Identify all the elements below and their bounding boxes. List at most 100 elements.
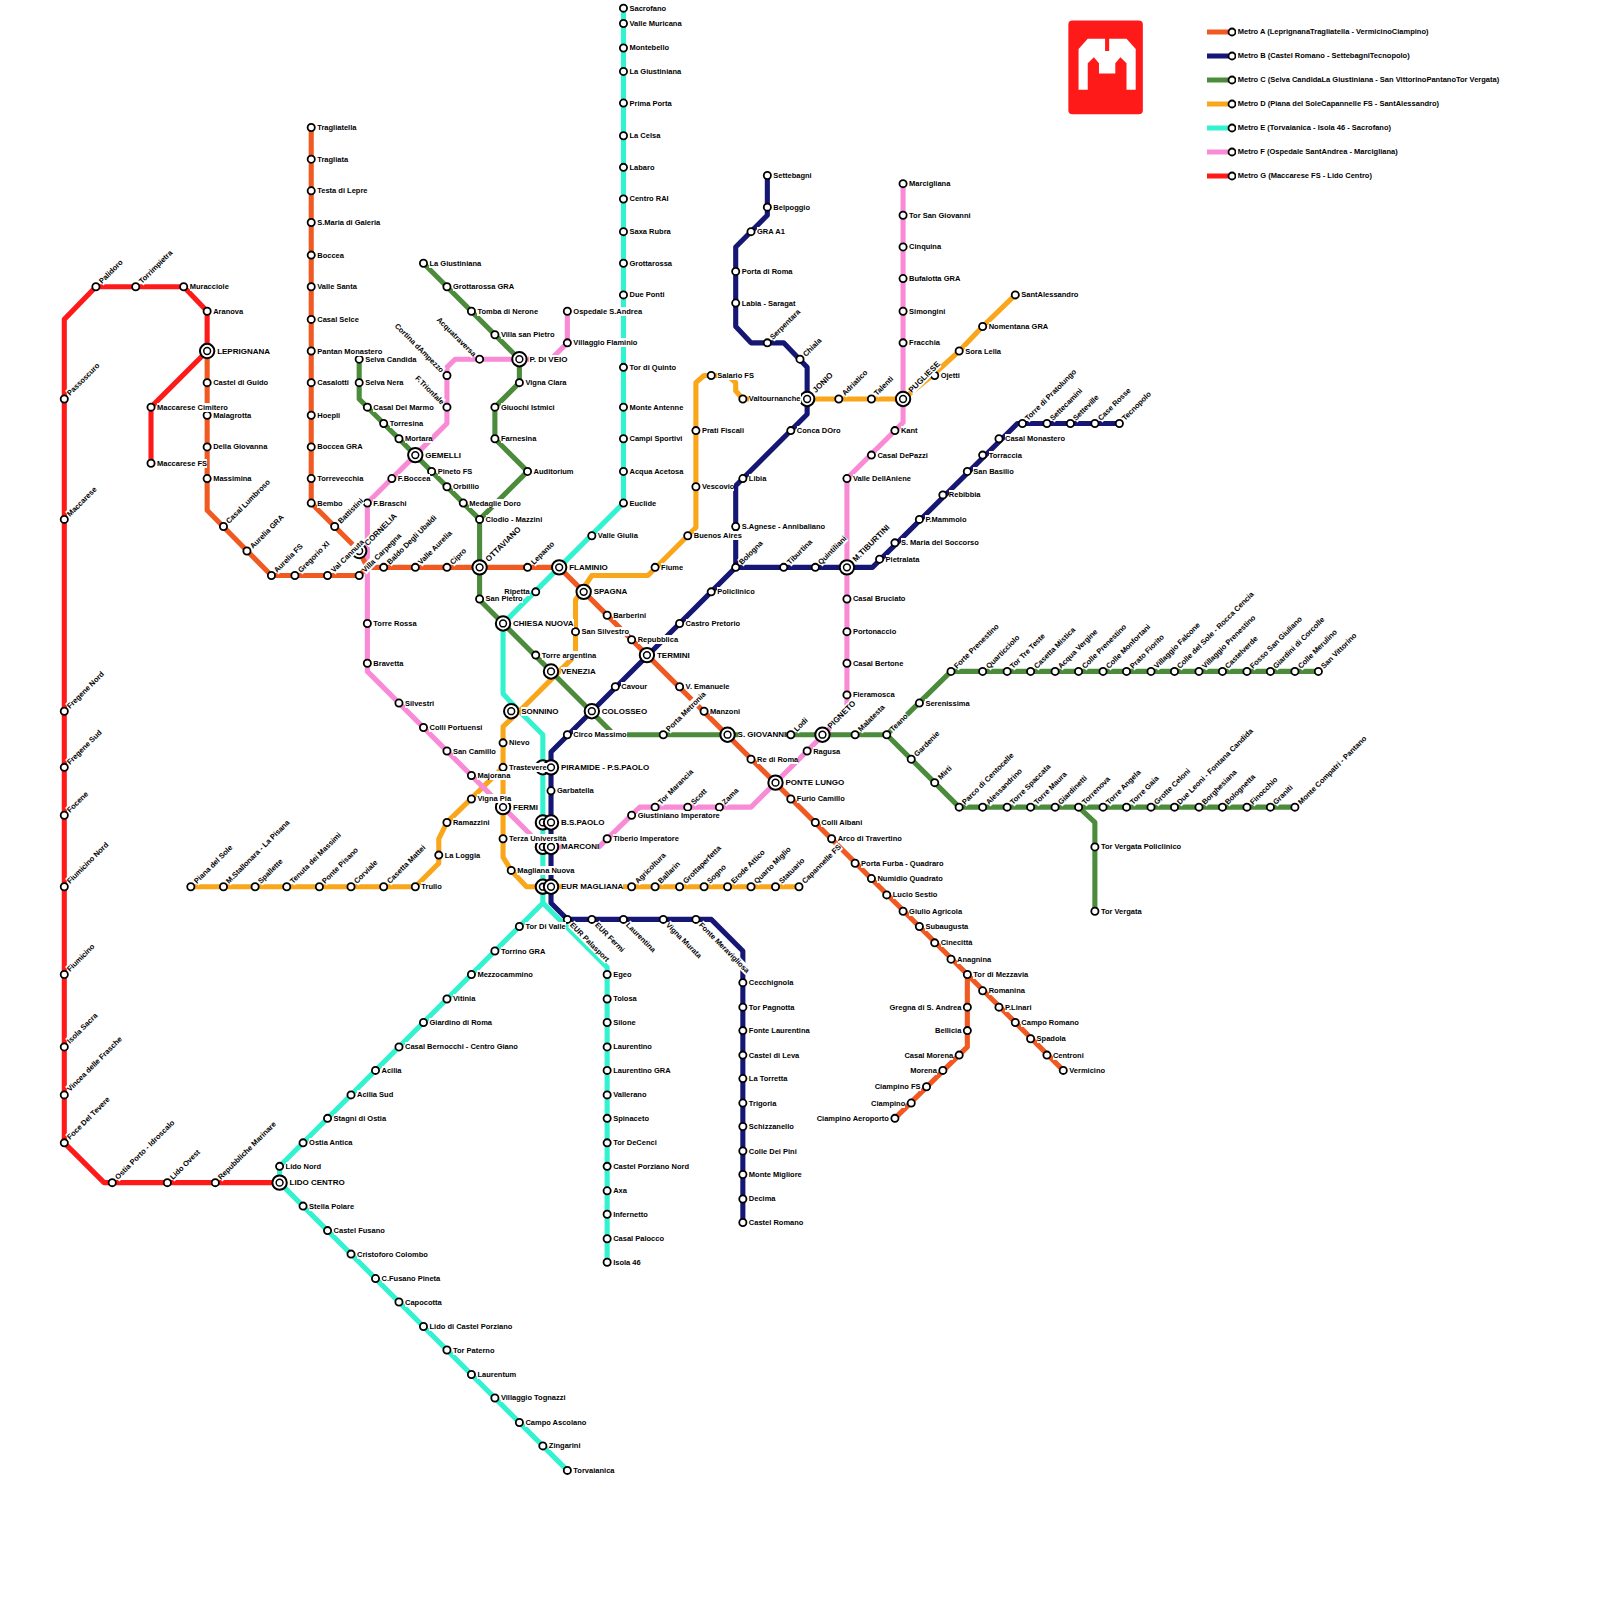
station-name: Focene bbox=[65, 789, 90, 814]
station-dot bbox=[979, 323, 986, 330]
station-name: Corviale bbox=[352, 858, 379, 885]
station-label: Vallerano bbox=[607, 1090, 646, 1099]
station-dot bbox=[604, 1019, 611, 1026]
station-dot bbox=[548, 668, 555, 675]
station-label: Casal Morena bbox=[904, 1051, 959, 1060]
station-name: Sogno bbox=[705, 863, 728, 886]
station-label: Monte Migliore bbox=[743, 1170, 802, 1179]
station-dot bbox=[395, 435, 402, 442]
station-dot bbox=[732, 564, 739, 571]
station-label: Muracciole bbox=[184, 282, 229, 291]
station-dot bbox=[1147, 804, 1154, 811]
station-dot bbox=[684, 532, 691, 539]
station-dot bbox=[468, 308, 475, 315]
station-name: Laurentina bbox=[625, 920, 658, 953]
station-dot bbox=[516, 1419, 523, 1426]
station-name: Hoepli bbox=[317, 411, 340, 420]
station-label: Salario FS bbox=[711, 371, 754, 380]
station-dot bbox=[1075, 804, 1082, 811]
station-label: Bologna bbox=[733, 539, 765, 571]
station-label: Tragliatella bbox=[311, 123, 356, 132]
station-label: Giuochi Istmici bbox=[495, 403, 555, 412]
station-dot bbox=[476, 564, 483, 571]
station-dot bbox=[883, 891, 890, 898]
station-dot bbox=[1052, 668, 1059, 675]
station-dot bbox=[243, 547, 250, 554]
station-label: Simongini bbox=[903, 307, 945, 316]
station-dot bbox=[512, 352, 526, 366]
station-label: Torre argentina bbox=[536, 651, 596, 660]
station-dot bbox=[716, 804, 723, 811]
station-dot bbox=[308, 252, 315, 259]
station-dot bbox=[395, 699, 402, 706]
station-dot bbox=[604, 1187, 611, 1194]
station-label: Tor Vergata Policlinico bbox=[1095, 842, 1181, 851]
station-name: Torresina bbox=[390, 419, 424, 428]
station-dot bbox=[308, 219, 315, 226]
station-label: Casal Selce bbox=[311, 315, 359, 324]
station-dot bbox=[356, 572, 363, 579]
legend-entry: Metro E (Torvaianica - Isola 46 - Sacrof… bbox=[1238, 123, 1391, 133]
station-name: Egeo bbox=[613, 970, 631, 979]
station-name: SantAlessandro bbox=[1021, 290, 1078, 299]
station-dot bbox=[443, 819, 450, 826]
station-name: Simongini bbox=[909, 307, 945, 316]
station-label: Lepanto bbox=[524, 539, 555, 570]
legend-swatch bbox=[1204, 122, 1236, 134]
station-label: Passoscuro bbox=[61, 361, 102, 402]
station-name: Fracchia bbox=[909, 338, 940, 347]
station-dot bbox=[676, 620, 683, 627]
station-name: Ciampino FS bbox=[875, 1082, 921, 1091]
station-dot bbox=[1267, 804, 1274, 811]
station-name: Cipro bbox=[448, 546, 468, 566]
station-label: GEMELLI bbox=[415, 451, 461, 460]
station-label: Spallette bbox=[252, 857, 285, 890]
station-label: Ostia Porto - Idroscalo bbox=[109, 1118, 176, 1185]
station-dot bbox=[435, 852, 442, 859]
station-name: La Giustiniana bbox=[629, 67, 681, 76]
station-dot bbox=[347, 1091, 354, 1098]
station-name: Laurentino GRA bbox=[613, 1066, 671, 1075]
station-label: Tomba di Nerone bbox=[471, 307, 538, 316]
station-dot bbox=[876, 556, 883, 563]
station-label: Anagnina bbox=[951, 955, 991, 964]
station-name: Casal Morena bbox=[904, 1051, 953, 1060]
station-dot bbox=[620, 195, 627, 202]
station-dot bbox=[204, 348, 211, 355]
station-dot bbox=[61, 395, 68, 402]
station-label: Colli Albani bbox=[815, 818, 862, 827]
station-dot bbox=[891, 1115, 898, 1122]
line-e bbox=[280, 8, 624, 1470]
station-dot bbox=[732, 523, 739, 530]
station-label: Talenti bbox=[868, 375, 895, 402]
station-dot bbox=[620, 5, 627, 12]
station-name: Massimina bbox=[213, 474, 251, 483]
legend-entry: Metro C (Selva CandidaLa Giustiniana - S… bbox=[1238, 75, 1499, 85]
station-label: Colli Portuensi bbox=[423, 723, 482, 732]
station-label: Chiala bbox=[797, 336, 824, 363]
station-name: Vigna Clara bbox=[525, 378, 566, 387]
station-dot bbox=[1043, 1052, 1050, 1059]
station-name: Lodi bbox=[792, 716, 810, 734]
station-label: Acquatraversa bbox=[435, 315, 482, 362]
station-name: Due Ponti bbox=[629, 290, 664, 299]
station-dot bbox=[491, 947, 498, 954]
station-label: Quintiliani bbox=[812, 534, 849, 571]
station-dot bbox=[109, 1179, 116, 1186]
station-dot bbox=[739, 395, 746, 402]
station-dot bbox=[604, 1211, 611, 1218]
station-name: Giustiniano Imperatore bbox=[638, 811, 720, 820]
station-label: FERMI bbox=[503, 803, 538, 812]
station-name: Lido Nord bbox=[286, 1162, 321, 1171]
station-label: M.TIBURTINI bbox=[844, 523, 892, 571]
station-dot bbox=[780, 564, 787, 571]
station-label: Re di Roma bbox=[751, 755, 798, 764]
station-name: Ciampino bbox=[871, 1099, 905, 1108]
station-dot bbox=[660, 916, 667, 923]
station-name: Manzoni bbox=[710, 707, 740, 716]
station-label: Tor Pagnotta bbox=[743, 1003, 795, 1012]
legend-text: Metro C (Selva CandidaLa Giustiniana - S… bbox=[1238, 75, 1499, 84]
station-name: Foce Del Tevere bbox=[65, 1095, 112, 1142]
station-label: Ciampino Aeroporto bbox=[817, 1114, 895, 1123]
station-name: Maccarese bbox=[65, 485, 98, 518]
